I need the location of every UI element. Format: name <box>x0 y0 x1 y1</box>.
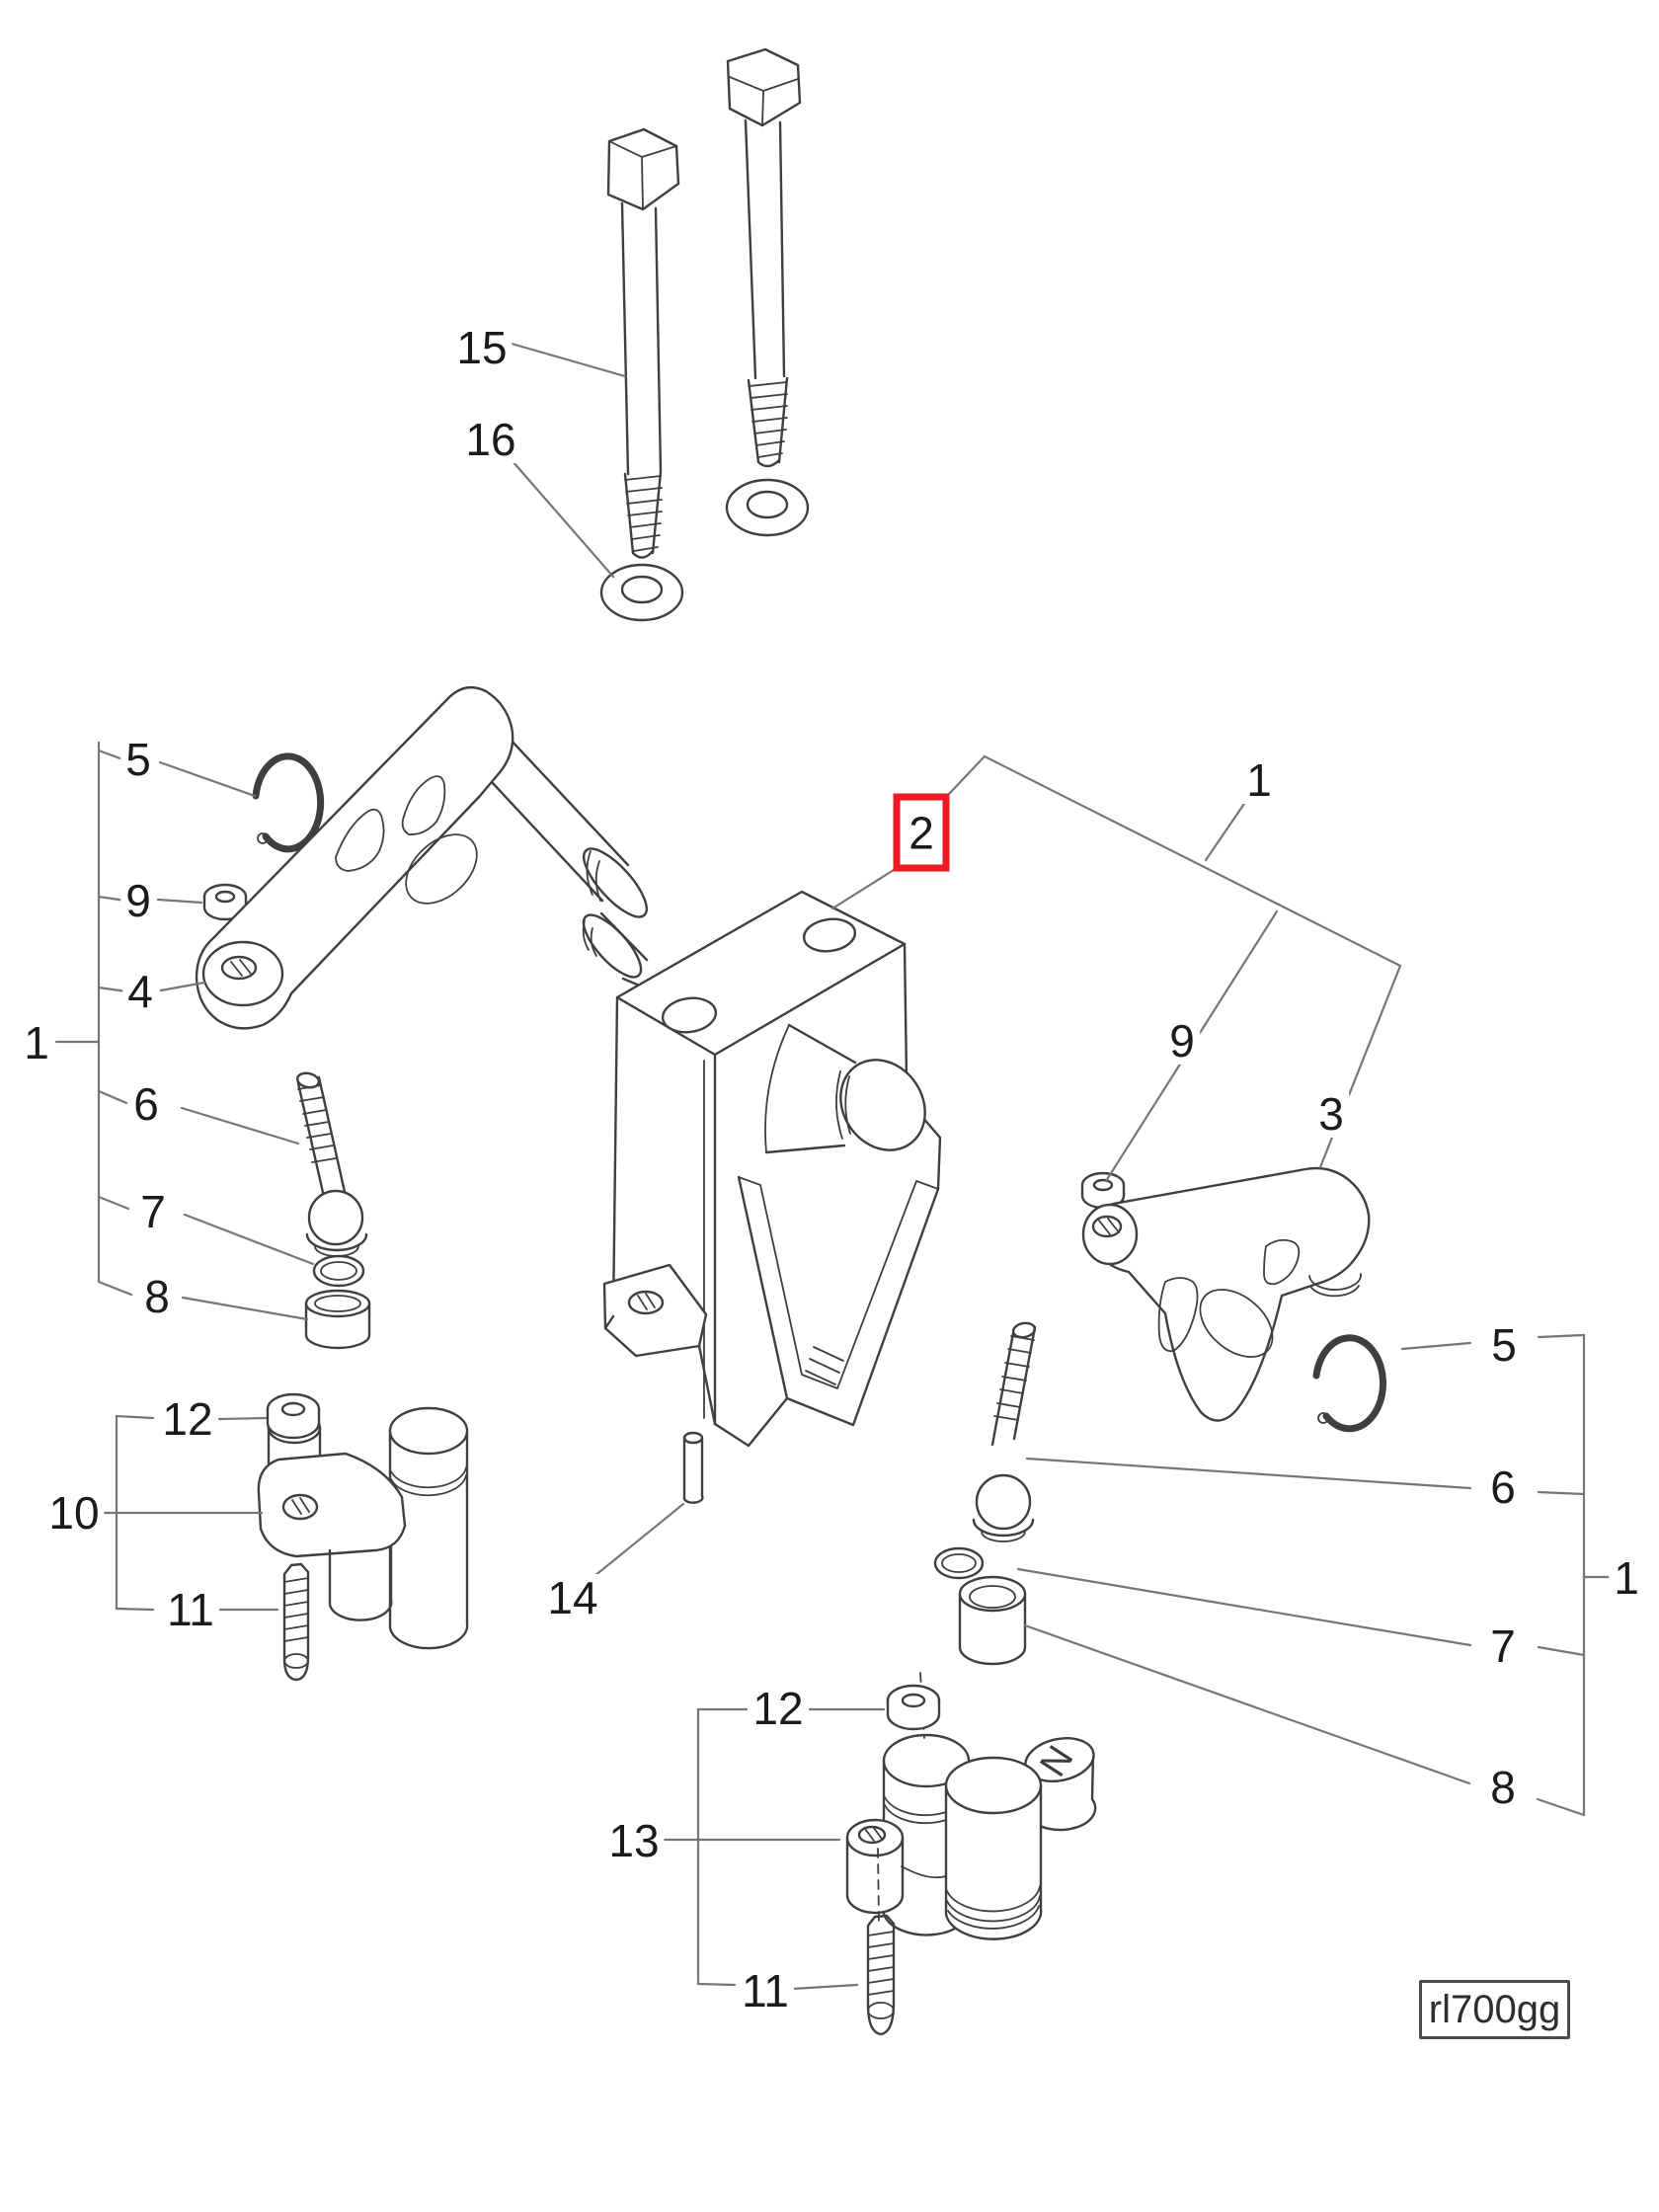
leader-1-top <box>1204 796 1250 862</box>
part-o-ring-7-left <box>312 1254 365 1288</box>
callout-12-left[interactable]: 12 <box>157 1395 218 1443</box>
part-arm-4 <box>195 685 648 1030</box>
part-pin-14 <box>682 1431 704 1504</box>
leader-8-right <box>1023 1623 1471 1785</box>
leader-7-right <box>1016 1567 1472 1647</box>
callout-9-right[interactable]: 9 <box>1164 1017 1200 1065</box>
callout-11-right[interactable]: 11 <box>737 1967 794 2014</box>
tick-7-right <box>1537 1645 1586 1657</box>
part-arm-3 <box>1081 1166 1371 1422</box>
part-bolt-15-a <box>606 127 680 559</box>
leader-7-left <box>183 1213 315 1266</box>
callout-10[interactable]: 10 <box>43 1489 105 1537</box>
tick-8-right <box>1536 1797 1586 1817</box>
tick-4 <box>97 986 128 993</box>
callout-16[interactable]: 16 <box>460 416 521 463</box>
leader-12-left <box>217 1416 268 1421</box>
callout-1-top[interactable]: 1 <box>1241 756 1277 804</box>
part-screw-11-right <box>866 1914 896 2036</box>
part-bushing-8-left <box>304 1289 371 1350</box>
callout-9-left[interactable]: 9 <box>120 877 156 924</box>
leader-11-right <box>790 1983 859 1991</box>
leader-4 <box>159 981 206 992</box>
part-o-ring-7-right <box>933 1546 985 1580</box>
tick-11-right <box>696 1982 737 1987</box>
part-snap-ring-5-left <box>252 752 325 853</box>
tick-7-left <box>97 1195 130 1211</box>
part-nut-12-right <box>886 1684 941 1731</box>
callout-4[interactable]: 4 <box>122 968 158 1015</box>
tick-5-right <box>1537 1333 1586 1339</box>
callout-3[interactable]: 3 <box>1313 1090 1349 1138</box>
callout-1-left[interactable]: 1 <box>19 1019 54 1066</box>
callout-6-left[interactable]: 6 <box>128 1080 164 1128</box>
leader-14 <box>592 1502 685 1578</box>
part-lever-13 <box>845 1672 1097 1940</box>
part-bolt-15-b <box>726 47 802 468</box>
part-ball-stud-6-right <box>972 1321 1037 1542</box>
part-screw-11-left <box>282 1562 310 1682</box>
leader-9-left <box>156 898 203 905</box>
tick-12-left <box>115 1414 155 1420</box>
part-block-2 <box>582 890 942 1448</box>
part-snap-ring-5-right <box>1312 1334 1386 1433</box>
part-washer-16-a <box>599 563 684 622</box>
callout-5-right[interactable]: 5 <box>1486 1321 1522 1369</box>
tick-11-left <box>115 1607 155 1612</box>
callout-1-right[interactable]: 1 <box>1609 1554 1644 1602</box>
callout-8-right[interactable]: 8 <box>1485 1764 1521 1811</box>
drawing-code: rl700gg <box>1428 1987 1561 2031</box>
leader-16 <box>504 451 615 579</box>
callout-11-left[interactable]: 11 <box>162 1586 219 1633</box>
callout-12-right[interactable]: 12 <box>748 1685 809 1732</box>
leader-15 <box>510 342 627 378</box>
callout-7-right[interactable]: 7 <box>1485 1622 1521 1670</box>
leader-5-right <box>1400 1341 1472 1351</box>
leader-6-right <box>1025 1457 1472 1490</box>
leader-2 <box>830 868 896 910</box>
leader-5-left <box>158 760 257 798</box>
callout-6-right[interactable]: 6 <box>1485 1463 1521 1511</box>
callout-14[interactable]: 14 <box>542 1574 603 1621</box>
part-washer-16-b <box>725 478 810 537</box>
part-nut-12-left <box>266 1392 321 1440</box>
part-bushing-8-right <box>958 1575 1027 1666</box>
callout-5-left[interactable]: 5 <box>120 736 156 783</box>
part-nut-9-right <box>1080 1171 1126 1210</box>
callout-15[interactable]: 15 <box>451 324 513 371</box>
callout-2[interactable]: 2 <box>893 793 950 872</box>
leader-6-left <box>180 1106 300 1146</box>
leader-8-left <box>181 1296 309 1321</box>
part-nut-9-left <box>202 883 248 921</box>
part-ball-stud-6-left <box>295 1071 368 1257</box>
tick-6-right <box>1537 1490 1586 1496</box>
callout-13[interactable]: 13 <box>603 1817 665 1864</box>
callout-7-left[interactable]: 7 <box>135 1188 171 1235</box>
tick-8-left <box>97 1280 133 1297</box>
drawing-code-box: rl700gg <box>1419 1980 1570 2039</box>
tick-6-left <box>97 1089 128 1105</box>
callout-8-left[interactable]: 8 <box>139 1273 175 1320</box>
group-line-assembly-1 <box>947 754 1402 1169</box>
